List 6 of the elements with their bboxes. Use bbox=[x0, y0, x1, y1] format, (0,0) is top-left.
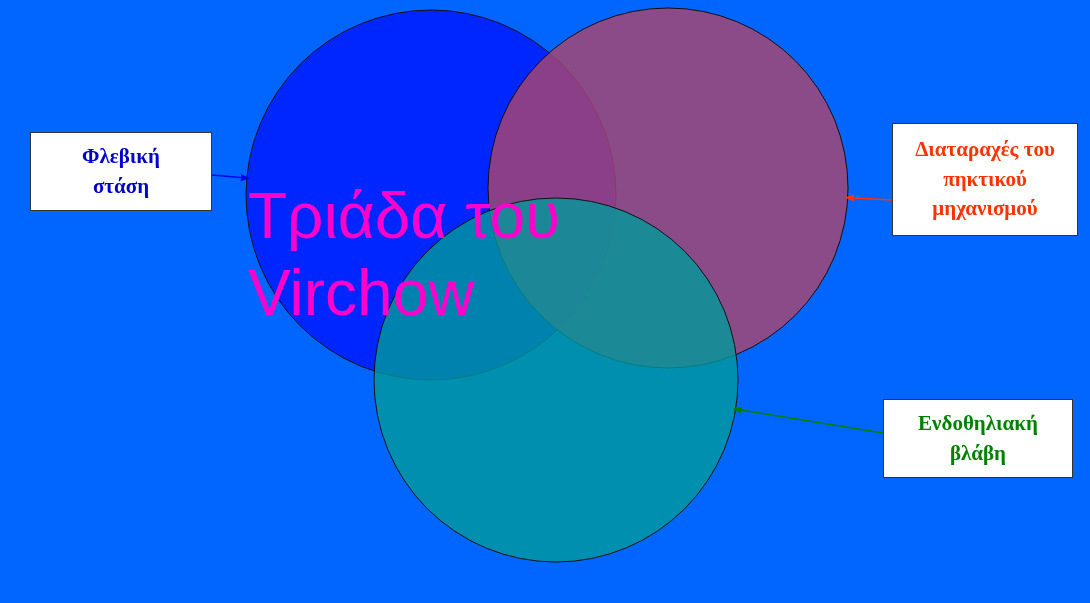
arrow bbox=[211, 174, 250, 182]
label-box: Ενδοθηλιακή βλάβη bbox=[883, 399, 1073, 478]
label-box: Φλεβική στάση bbox=[30, 132, 212, 211]
label-box: Διαταραχές του πηκτικού μηχανισμού bbox=[892, 123, 1078, 236]
arrow bbox=[732, 406, 884, 434]
arrow bbox=[844, 194, 893, 202]
